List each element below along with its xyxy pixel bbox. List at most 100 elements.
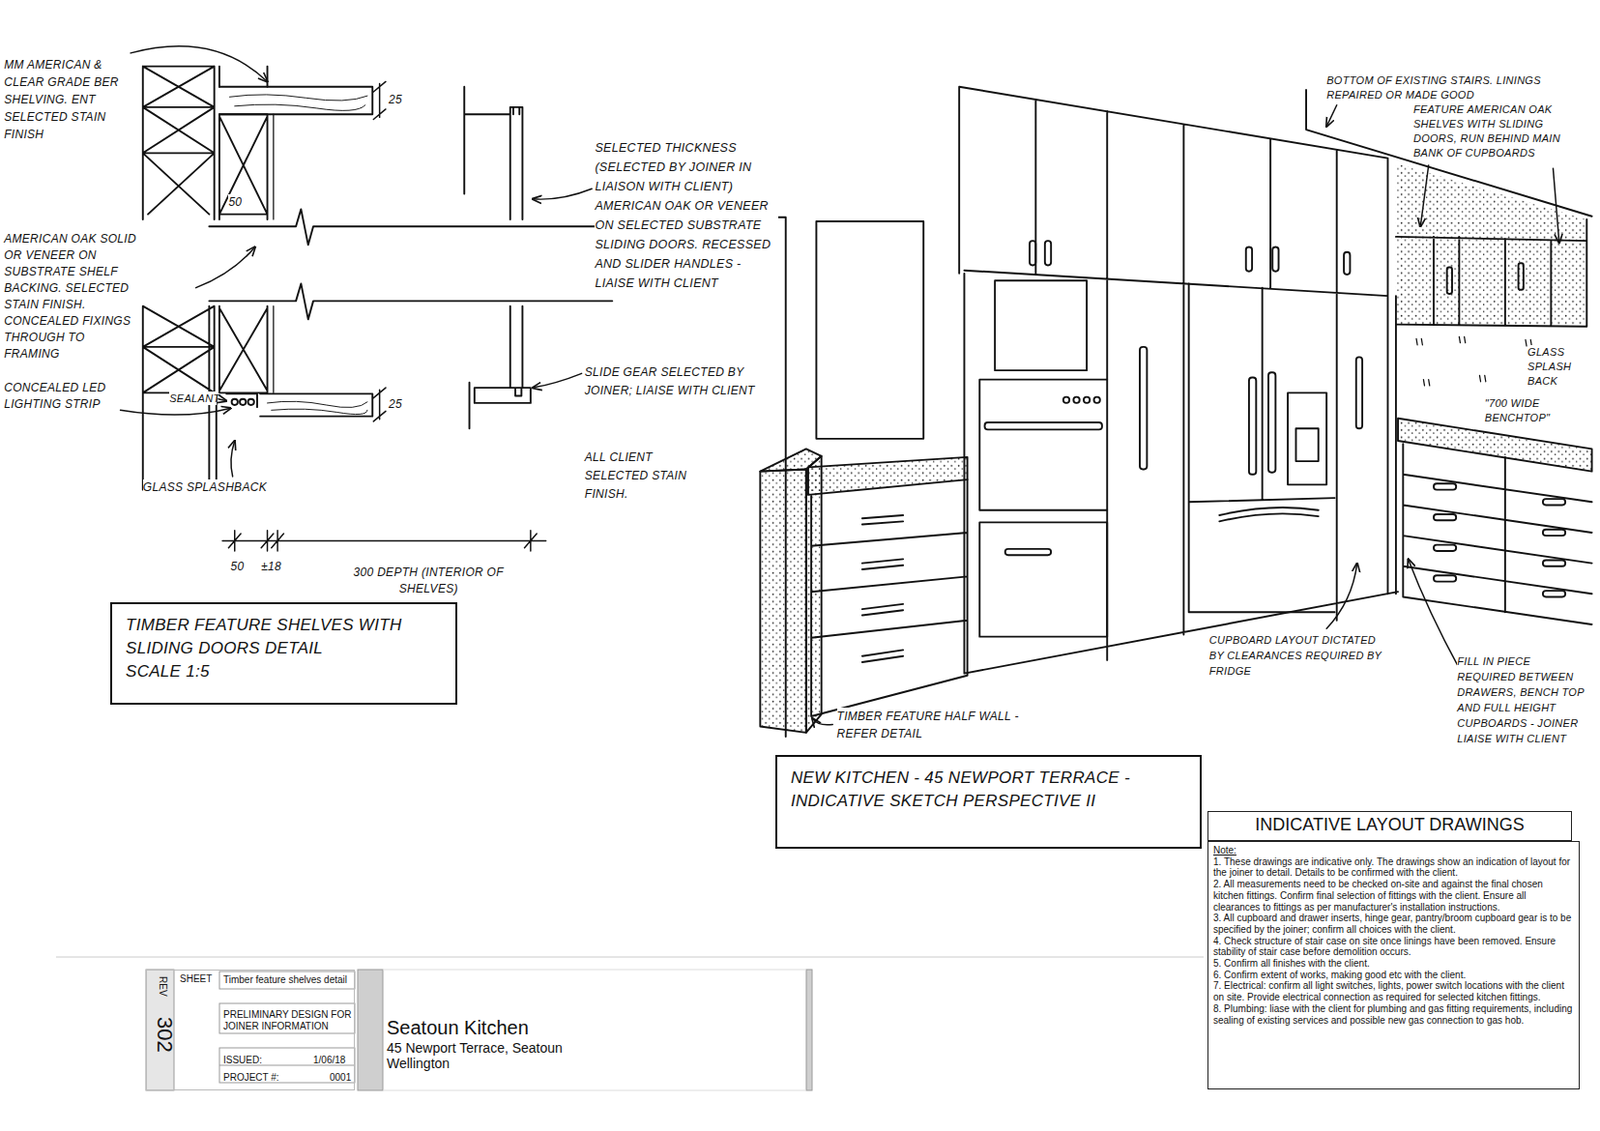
oven-stack — [1093, 397, 1100, 404]
timber-half-wall — [806, 456, 822, 733]
note-item: 6. Confirm extent of works, making good … — [1213, 969, 1574, 982]
leader-line — [130, 46, 267, 83]
wall-framing — [143, 66, 215, 220]
right-drawer-unit — [1397, 418, 1593, 472]
dimension-line — [222, 530, 547, 552]
wall-framing — [272, 114, 274, 220]
dimension: 25 — [388, 396, 420, 412]
material-note: SELECTED THICKNESS (SELECTED BY JOINER I… — [594, 138, 779, 293]
scale-note: SCALE 1:5 — [125, 660, 442, 684]
callout: FEATURE AMERICAN OAK SHELVES WITH SLIDIN… — [1413, 102, 1590, 161]
timber-shelf — [219, 87, 373, 115]
splashback — [1416, 336, 1532, 386]
led-strip — [239, 399, 246, 406]
sheet-number: 302 — [152, 1017, 176, 1053]
title-block-frame — [357, 969, 383, 1091]
fridge — [1268, 372, 1276, 472]
title-block-frame — [56, 957, 1204, 1091]
break-line — [208, 283, 612, 320]
right-drawer-unit — [1402, 443, 1592, 625]
fridge — [1189, 283, 1336, 612]
kitchen-cupboards — [1029, 240, 1036, 265]
detail-title-box: TIMBER FEATURE SHELVES WITH SLIDING DOOR… — [110, 602, 458, 705]
note-item: 5. Confirm all finishes with the client. — [1213, 958, 1574, 970]
timber-shelf — [219, 87, 373, 417]
title-block-frame — [219, 1047, 355, 1083]
led-strip — [226, 393, 258, 408]
timber-shelf — [260, 393, 373, 416]
note-item: 4. Check structure of stair case on site… — [1213, 935, 1574, 959]
leader-line — [120, 407, 232, 415]
callout: CONCEALED LED LIGHTING STRIP — [3, 379, 118, 413]
oven-stack — [979, 280, 1107, 637]
wall-framing — [272, 306, 274, 394]
callout: SLIDE GEAR SELECTED BY JOINER; LIAISE WI… — [584, 363, 764, 401]
leader-line — [1326, 563, 1358, 630]
dimension: 25 — [388, 91, 420, 108]
finish-note: ALL CLIENT SELECTED STAIN FINISH. — [584, 448, 713, 504]
kitchen-cupboards — [959, 87, 1398, 674]
kitchen-cupboards — [1139, 347, 1147, 470]
break-line — [208, 208, 612, 320]
project-name-panel: Seatoun Kitchen45 Newport Terrace, Seato… — [386, 1015, 793, 1083]
left-drawer-unit — [808, 457, 968, 717]
kitchen-cupboards — [959, 87, 1398, 674]
dimension: 50 — [228, 194, 255, 210]
led-strip — [247, 399, 254, 406]
oven-stack — [994, 280, 1087, 371]
leader-line — [532, 188, 592, 200]
stair-shelving — [1518, 262, 1524, 290]
title-block-frame — [806, 969, 813, 1091]
sheet-label: SHEET — [179, 973, 212, 986]
project-number: 0001 — [329, 1072, 351, 1084]
sliding-door-section — [469, 306, 531, 430]
callout: GLASS SPLASH BACK — [1527, 345, 1589, 389]
fridge — [1295, 428, 1318, 462]
dimension-line — [373, 81, 386, 119]
wall-framing — [219, 66, 268, 220]
right-drawer-unit — [1433, 545, 1456, 552]
note-item: 3. All cupboard and drawer inserts, hing… — [1213, 912, 1574, 935]
stair-shelving — [1306, 89, 1593, 594]
right-drawer-unit — [1542, 498, 1566, 505]
leader-line — [120, 46, 1560, 726]
callout: TIMBER FEATURE HALF WALL - REFER DETAIL — [837, 707, 1052, 743]
leader-line — [231, 440, 235, 477]
sketch-title: NEW KITCHEN - 45 NEWPORT TERRACE - INDIC… — [790, 766, 1187, 814]
dimension: 50 — [231, 558, 256, 575]
oven-stack — [985, 422, 1103, 430]
left-wall — [815, 221, 924, 439]
project-name: Seatoun Kitchen — [386, 1015, 793, 1041]
issue-status: PRELIMINARY DESIGN FOR JOINER INFORMATIO… — [223, 1009, 359, 1033]
dimension: 300 DEPTH (INTERIOR OF SHELVES) — [351, 564, 505, 598]
splashback — [1416, 336, 1532, 386]
leader-line — [532, 373, 582, 388]
wall-framing — [215, 396, 218, 491]
detail-title: TIMBER FEATURE SHELVES WITH SLIDING DOOR… — [125, 613, 442, 661]
callout: SEALANT — [169, 391, 217, 406]
stair-shelving — [1395, 295, 1397, 594]
right-drawer-unit — [1542, 559, 1566, 566]
notes-heading: INDICATIVE LAYOUT DRAWINGS — [1208, 812, 1571, 839]
wall-framing — [143, 66, 274, 491]
issued-date: 1/06/18 — [313, 1054, 346, 1067]
title-block: REV302SHEETTimber feature shelves detail… — [145, 969, 355, 1091]
callout: GLASS SPLASHBACK — [143, 479, 282, 495]
right-drawer-unit — [1542, 529, 1566, 536]
sliding-door-section — [464, 87, 531, 430]
oven-stack — [1083, 397, 1090, 404]
stair-shelving — [1396, 163, 1587, 325]
dimension: ±18 — [261, 558, 296, 575]
oven-stack — [1073, 397, 1079, 404]
notes-heading-box: INDICATIVE LAYOUT DRAWINGS — [1207, 811, 1572, 842]
kitchen-cupboards — [1272, 246, 1279, 271]
sketch-title-box: NEW KITCHEN - 45 NEWPORT TERRACE - INDIC… — [775, 755, 1202, 849]
note-item: 8. Plumbing: liase with the client for p… — [1213, 1003, 1574, 1026]
material-note: AMERICAN OAK SOLID OR VENEER ON SUBSTRAT… — [3, 231, 139, 363]
fridge — [1249, 378, 1256, 475]
notes-label: Note: — [1213, 844, 1574, 857]
project-address: 45 Newport Terrace, Seatoun Wellington — [386, 1040, 595, 1072]
kitchen-cupboards — [1246, 246, 1252, 271]
callout: CUPBOARD LAYOUT DICTATED BY CLEARANCES R… — [1209, 632, 1389, 679]
